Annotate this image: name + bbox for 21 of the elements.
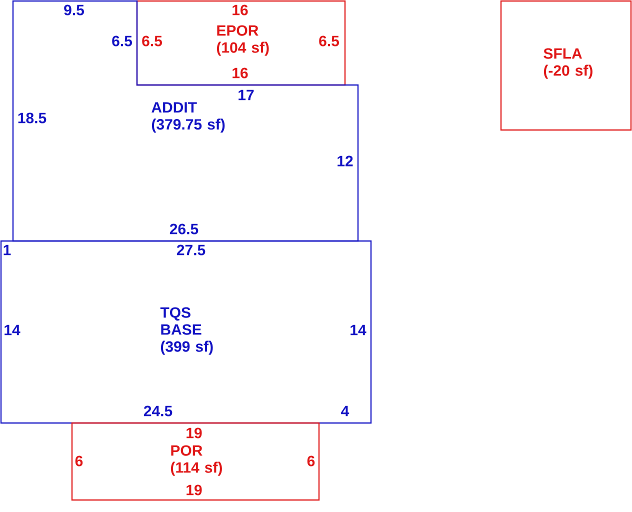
dimension-label: 9.5 — [64, 4, 84, 16]
dimension-label: 16 — [232, 68, 248, 78]
dimension-label: 6 — [307, 456, 315, 466]
dimension-label: 4 — [341, 406, 350, 416]
dimension-label: 24.5 — [144, 406, 172, 416]
dimension-label: 6.5 — [112, 36, 132, 46]
dimension-label: 14 — [350, 324, 366, 336]
dimension-label: 17 — [238, 90, 254, 100]
area-outline: SFLA (-20 sf) — [500, 0, 632, 131]
dimension-label: 19 — [186, 484, 202, 496]
dimension-label: 27.5 — [176, 244, 206, 256]
dimension-label: 12 — [338, 156, 353, 166]
dimension-label: 6.5 — [142, 36, 162, 46]
dimension-label: 16 — [232, 4, 248, 16]
dimension-label: 6 — [75, 456, 83, 466]
dimension-label: 19 — [186, 428, 202, 438]
dimension-label: 6.5 — [319, 36, 339, 46]
dimension-label: 1 — [4, 244, 11, 256]
dimension-label: 14 — [4, 324, 20, 336]
dimension-label: 26.5 — [170, 224, 198, 234]
dimension-label: 18.5 — [18, 112, 46, 124]
